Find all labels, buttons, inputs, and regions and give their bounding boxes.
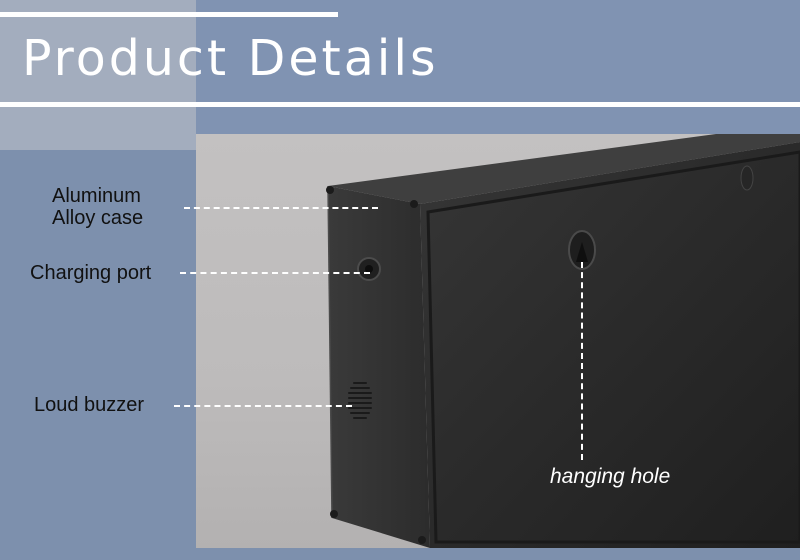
device-front-bezel <box>426 150 800 544</box>
buzzer-label: Loud buzzer <box>34 394 145 416</box>
buzzer-leader-line <box>174 405 352 407</box>
screw <box>410 200 418 208</box>
top-rule <box>0 12 338 17</box>
buzzer-icon <box>348 382 372 419</box>
bottom-rule <box>0 102 800 107</box>
case-leader-line <box>184 207 378 209</box>
device-illustration <box>326 134 800 548</box>
screw <box>330 510 338 518</box>
product-photo <box>196 134 800 548</box>
device-front-face <box>420 142 800 548</box>
charging-port-label: Charging port <box>30 262 152 284</box>
device-top-face <box>328 134 800 204</box>
page-title: Product Details <box>22 30 439 87</box>
case-label: Aluminum Alloy case <box>52 185 144 229</box>
screw <box>418 536 426 544</box>
device-side-face <box>328 186 430 548</box>
header-shade <box>0 0 196 150</box>
screw <box>326 186 334 194</box>
hanging-leader-line <box>581 262 583 460</box>
hanging-hole-label: hanging hole <box>550 465 671 488</box>
charging-leader-line <box>180 272 370 274</box>
